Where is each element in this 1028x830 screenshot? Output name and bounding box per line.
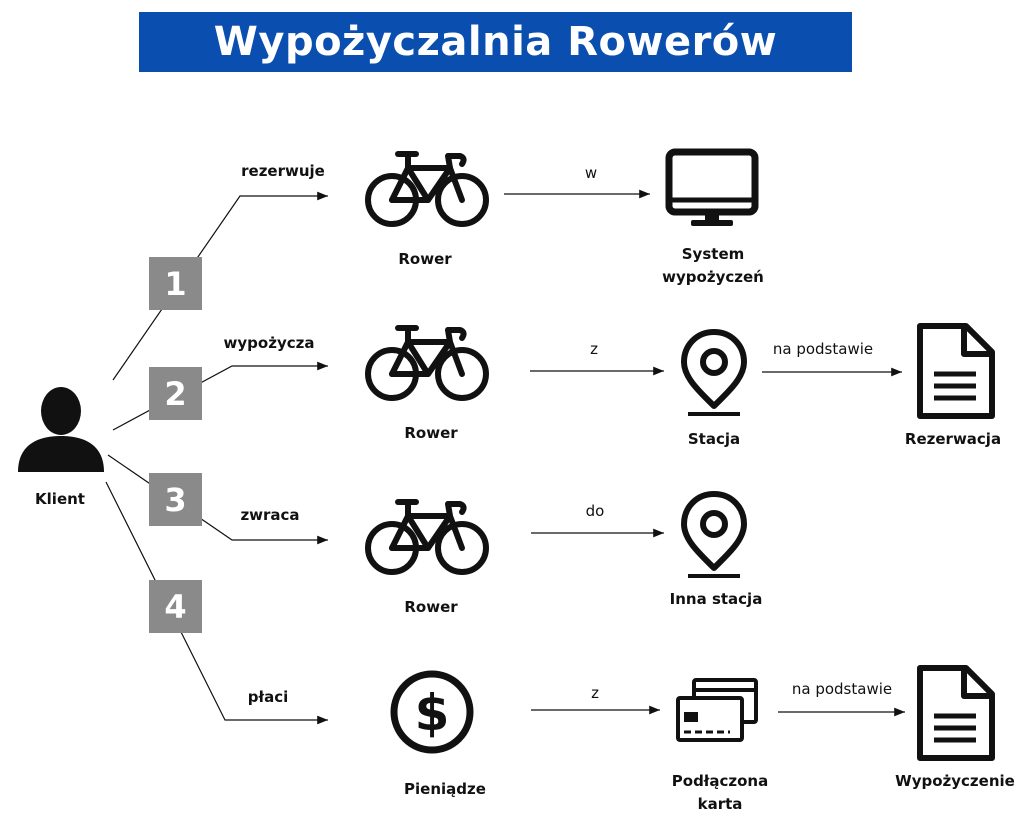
- target-label-3: Inna stacja: [669, 590, 763, 608]
- connector-client-zwraca: [107, 454, 328, 545]
- connector-client-placi: [105, 481, 328, 725]
- source-label-2: Wypożyczenie: [895, 772, 1015, 790]
- relation-label-2: na podstawie: [791, 680, 893, 698]
- verb-rezerwuje: rezerwuje: [241, 162, 325, 180]
- preposition-w: w: [584, 164, 598, 182]
- document-icon: [917, 323, 995, 419]
- monitor-icon: [665, 148, 759, 226]
- verb-placi: płaci: [247, 688, 289, 706]
- object-label-4: Pieniądze: [404, 780, 486, 798]
- person-icon: [18, 387, 104, 472]
- source-label-1: Rezerwacja: [904, 430, 1002, 448]
- bicycle-icon: [365, 151, 489, 227]
- step-badge-4: 4: [149, 580, 202, 633]
- client-label: Klient: [35, 490, 85, 508]
- bicycle-icon: [365, 325, 489, 401]
- step-badge-2: 2: [149, 367, 202, 420]
- preposition-z-1: z: [590, 340, 598, 358]
- object-label-3: Rower: [404, 598, 458, 616]
- bicycle-icon: [365, 499, 489, 575]
- map-pin-icon: [681, 491, 747, 578]
- credit-card-icon: [676, 678, 758, 742]
- verb-zwraca: zwraca: [240, 506, 300, 524]
- diagram-title: Wypożyczalnia Rowerów: [213, 19, 778, 65]
- preposition-do: do: [585, 502, 605, 520]
- object-label-2: Rower: [404, 424, 458, 442]
- map-pin-icon: [681, 329, 747, 416]
- target-label-1-line2: wypożyczeń: [662, 268, 764, 286]
- title-banner: Wypożyczalnia Rowerów: [139, 12, 852, 72]
- target-label-2: Stacja: [687, 430, 741, 448]
- step-badge-1: 1: [149, 257, 202, 310]
- target-label-4-line2: karta: [697, 795, 743, 813]
- verb-wypozycza: wypożycza: [223, 334, 315, 352]
- target-label-4-line1: Podłączona: [671, 772, 769, 790]
- document-icon: [917, 665, 995, 761]
- dollar-coin-icon: $: [390, 670, 474, 754]
- svg-text:$: $: [415, 684, 450, 742]
- connector-client-rezerwuje: [112, 191, 328, 381]
- preposition-z-2: z: [591, 684, 599, 702]
- target-label-1-line1: System: [681, 245, 745, 263]
- step-badge-3: 3: [149, 473, 202, 526]
- connector-client-wypozycza: [112, 361, 328, 431]
- object-label-1: Rower: [398, 250, 452, 268]
- relation-label-1: na podstawie: [772, 340, 874, 358]
